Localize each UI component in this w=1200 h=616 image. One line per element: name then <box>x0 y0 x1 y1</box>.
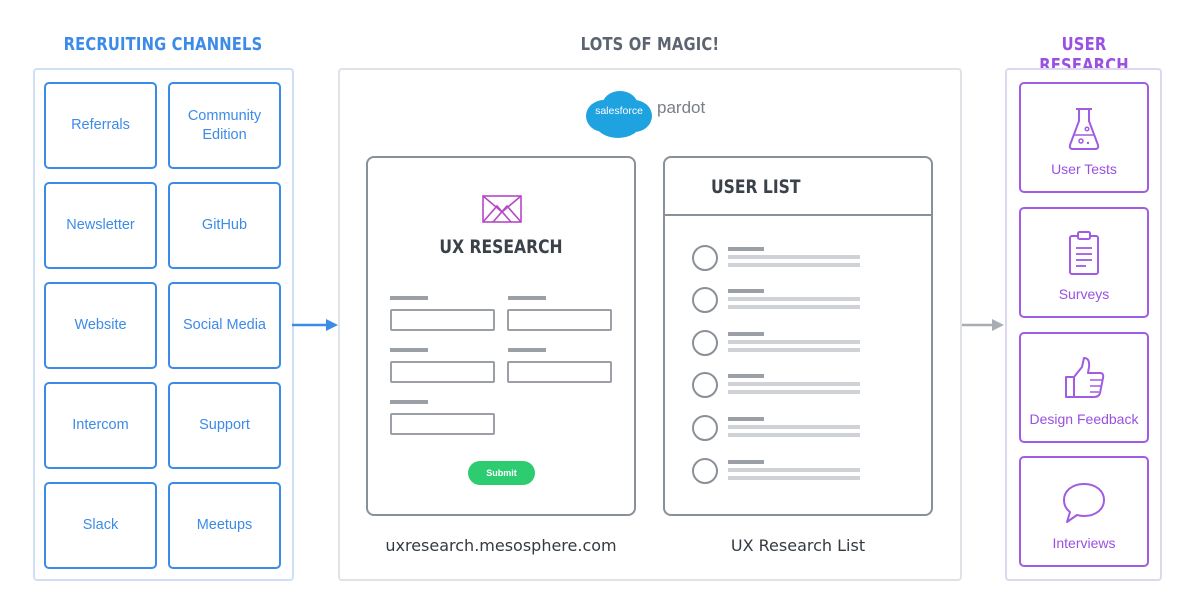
flask-icon <box>1068 108 1100 150</box>
magic-heading: LOTS OF MAGIC! <box>580 34 720 55</box>
research-interviews: Interviews <box>1019 456 1149 567</box>
channel-community-edition: Community Edition <box>168 82 281 169</box>
salesforce-cloud-icon <box>586 91 652 138</box>
salesforce-pardot-logo: salesforce pardot <box>582 86 722 140</box>
ux-research-logo-icon <box>482 195 522 223</box>
research-label: Design Feedback <box>1029 411 1139 427</box>
field-label <box>390 400 428 404</box>
form-title: UX RESEARCH <box>439 236 563 258</box>
arrow-right-blue-icon <box>292 319 338 331</box>
research-design-feedback: Design Feedback <box>1019 332 1149 443</box>
channel-github: GitHub <box>168 182 281 269</box>
field-label <box>390 348 428 352</box>
channel-support: Support <box>168 382 281 469</box>
research-label: Interviews <box>1052 535 1116 551</box>
radio-button[interactable] <box>692 415 718 441</box>
pardot-wordmark: pardot <box>657 98 706 117</box>
channel-intercom: Intercom <box>44 382 157 469</box>
research-user-tests: User Tests <box>1019 82 1149 193</box>
research-label: Surveys <box>1058 286 1110 302</box>
form-field-2[interactable] <box>507 309 612 331</box>
channel-slack: Slack <box>44 482 157 569</box>
field-label <box>508 348 546 352</box>
channel-newsletter: Newsletter <box>44 182 157 269</box>
salesforce-wordmark: salesforce <box>595 105 643 117</box>
channel-referrals: Referrals <box>44 82 157 169</box>
channel-website: Website <box>44 282 157 369</box>
form-field-1[interactable] <box>390 309 495 331</box>
form-field-4[interactable] <box>507 361 612 383</box>
list-header-divider <box>665 214 931 216</box>
research-surveys: Surveys <box>1019 207 1149 318</box>
submit-button[interactable]: Submit <box>468 461 535 485</box>
ux-research-form-card <box>366 156 636 516</box>
form-field-5[interactable] <box>390 413 495 435</box>
field-label <box>390 296 428 300</box>
radio-button[interactable] <box>692 287 718 313</box>
channel-social-media: Social Media <box>168 282 281 369</box>
list-caption: UX Research List <box>730 536 866 555</box>
radio-button[interactable] <box>692 330 718 356</box>
channel-meetups: Meetups <box>168 482 281 569</box>
radio-button[interactable] <box>692 372 718 398</box>
arrow-right-gray-icon <box>962 319 1004 331</box>
list-title: USER LIST <box>711 176 801 198</box>
radio-button[interactable] <box>692 245 718 271</box>
radio-button[interactable] <box>692 458 718 484</box>
research-label: User Tests <box>1051 161 1117 177</box>
recruiting-channels-heading: RECRUITING CHANNELS <box>63 34 263 55</box>
form-field-3[interactable] <box>390 361 495 383</box>
field-label <box>508 296 546 300</box>
clipboard-icon <box>1069 231 1099 275</box>
thumbs-up-icon <box>1065 357 1105 398</box>
speech-bubble-icon <box>1063 483 1105 523</box>
form-url-caption: uxresearch.mesosphere.com <box>385 536 617 555</box>
